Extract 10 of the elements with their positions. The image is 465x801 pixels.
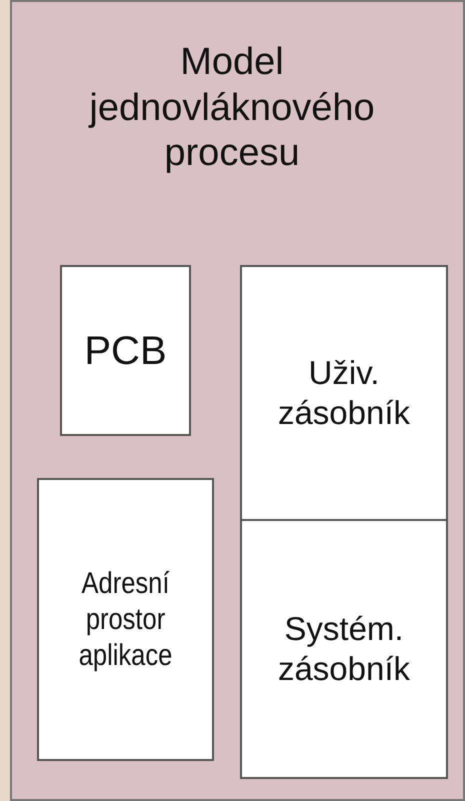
block-label: PCB — [83, 328, 168, 374]
memory-block — [37, 478, 214, 761]
block-label: Uživ. zásobník — [276, 353, 412, 433]
memory-block — [240, 265, 448, 521]
memory-block — [240, 519, 448, 779]
frame-title: Model jednovláknového procesu — [88, 40, 376, 176]
block-label: Systém. zásobník — [276, 609, 412, 689]
block-label: Adresní prostor aplikace — [78, 566, 174, 674]
memory-block — [60, 265, 191, 436]
process-frame — [10, 0, 465, 801]
